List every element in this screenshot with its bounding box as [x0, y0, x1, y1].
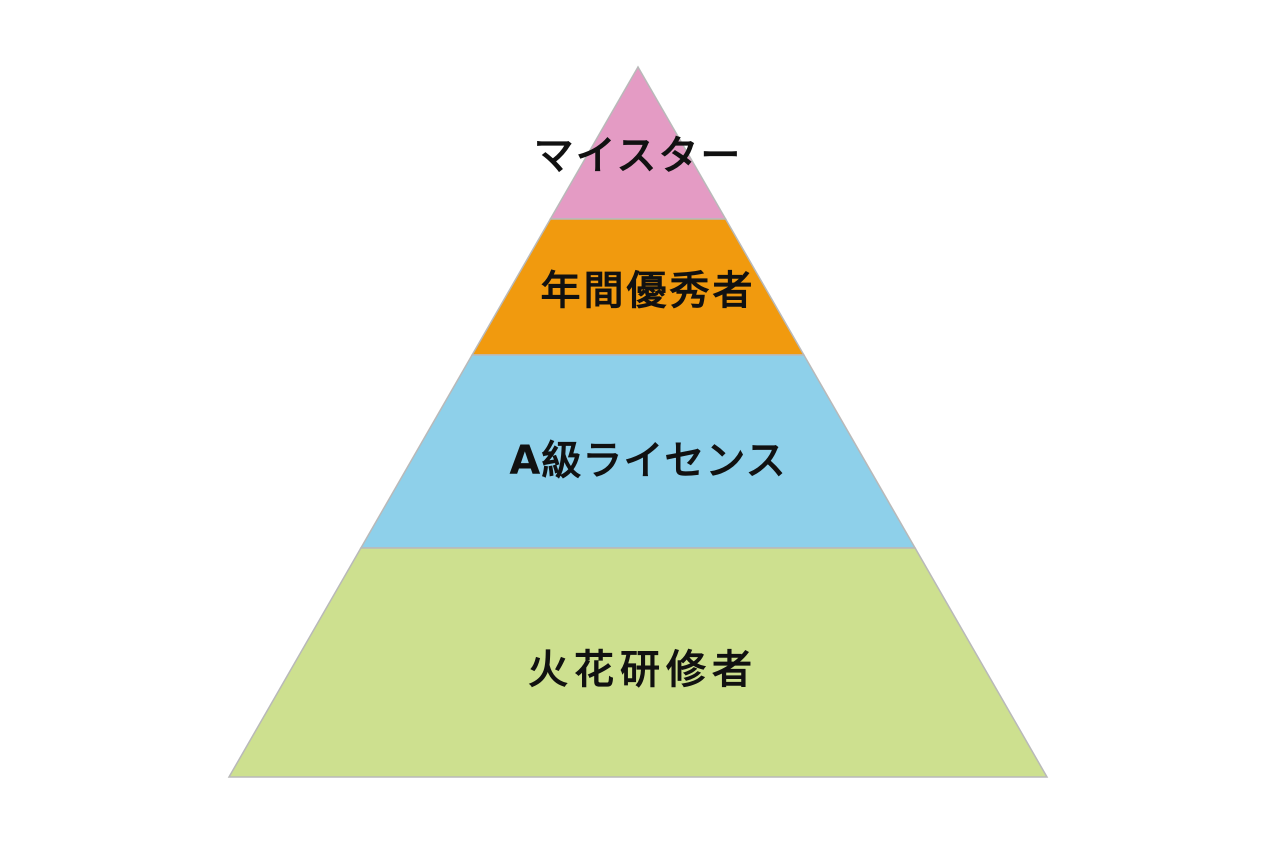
tier-0-label: マイスター [534, 133, 743, 179]
tier-2-label: A級ライセンス [509, 438, 786, 484]
tier-3-label: 火花研修者 [528, 647, 758, 693]
tier-3-band [227, 547, 1049, 778]
tier-1-label: 年間優秀者 [541, 268, 756, 314]
